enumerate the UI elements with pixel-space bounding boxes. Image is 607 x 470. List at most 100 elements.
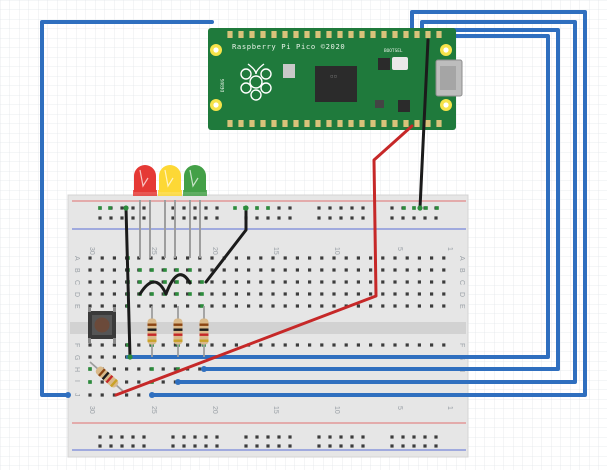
column-label-bottom: 5 xyxy=(396,406,403,410)
smd-component xyxy=(283,64,295,78)
pico-pin-bottom xyxy=(326,120,332,127)
connected-hole xyxy=(188,292,192,296)
terminal-hole xyxy=(308,343,312,347)
rail-hole xyxy=(277,444,281,448)
terminal-hole xyxy=(405,304,409,308)
connected-hole xyxy=(108,206,112,210)
bootsel-label: BOOTSEL xyxy=(384,48,403,54)
terminal-hole xyxy=(295,280,299,284)
terminal-hole xyxy=(295,304,299,308)
pico-pin-top xyxy=(315,31,321,38)
connected-hole xyxy=(163,268,167,272)
terminal-hole xyxy=(137,367,141,371)
rail-hole xyxy=(423,216,427,220)
terminal-hole xyxy=(234,256,238,260)
terminal-hole xyxy=(405,292,409,296)
debug-label: DEBUG xyxy=(220,78,226,92)
terminal-hole xyxy=(344,256,348,260)
pico-pin-bottom xyxy=(425,120,431,127)
terminal-hole xyxy=(344,343,348,347)
pico-pin-bottom xyxy=(436,120,442,127)
terminal-hole xyxy=(356,343,360,347)
terminal-hole xyxy=(259,343,263,347)
terminal-hole xyxy=(320,280,324,284)
rail-hole xyxy=(215,216,219,220)
connected-hole xyxy=(233,206,237,210)
pico-pin-top xyxy=(370,31,376,38)
led-rim xyxy=(133,190,157,196)
terminal-hole xyxy=(381,292,385,296)
pico-pin-top xyxy=(348,31,354,38)
terminal-hole xyxy=(344,292,348,296)
rail-hole xyxy=(423,435,427,439)
column-label-bottom: 30 xyxy=(88,406,95,414)
terminal-hole xyxy=(234,304,238,308)
terminal-hole xyxy=(247,268,251,272)
terminal-hole xyxy=(283,256,287,260)
rail-hole xyxy=(142,206,146,210)
row-label-top: A xyxy=(73,256,80,261)
rail-hole xyxy=(142,216,146,220)
rail-hole xyxy=(317,216,321,220)
terminal-hole xyxy=(198,343,202,347)
rail-hole xyxy=(182,206,186,210)
resistor-band xyxy=(199,339,209,342)
rail-hole xyxy=(328,444,332,448)
pico-pin-bottom xyxy=(315,120,321,127)
rail-hole xyxy=(339,216,343,220)
terminal-hole xyxy=(417,256,421,260)
resistor-band xyxy=(147,333,157,336)
rail-hole xyxy=(350,444,354,448)
rail-hole xyxy=(317,206,321,210)
resistor-band xyxy=(98,368,106,377)
connected-hole xyxy=(150,268,154,272)
rail-hole xyxy=(266,444,270,448)
terminal-hole xyxy=(210,304,214,308)
pico-pin-bottom xyxy=(282,120,288,127)
terminal-hole xyxy=(344,280,348,284)
terminal-hole xyxy=(430,256,434,260)
terminal-hole xyxy=(173,304,177,308)
resistor-band xyxy=(199,323,209,326)
connected-hole xyxy=(138,280,142,284)
rail-hole xyxy=(215,206,219,210)
pico-pin-bottom xyxy=(359,120,365,127)
terminal-hole xyxy=(369,268,373,272)
terminal-hole xyxy=(100,280,104,284)
terminal-hole xyxy=(417,280,421,284)
rail-hole xyxy=(350,216,354,220)
column-label-top: 10 xyxy=(333,247,340,255)
raspberry-pi-pico: ▫▫ Raspberry Pi Pico ©2020 BOOTSEL DEBUG xyxy=(208,28,463,130)
bootsel-button[interactable] xyxy=(392,57,408,70)
terminal-hole xyxy=(112,268,116,272)
terminal-hole xyxy=(356,256,360,260)
rail-hole xyxy=(412,444,416,448)
terminal-hole xyxy=(405,256,409,260)
row-label-bottom: F xyxy=(73,343,80,347)
terminal-hole xyxy=(210,256,214,260)
row-label-bottom: J xyxy=(73,393,80,397)
terminal-hole xyxy=(88,292,92,296)
rail-hole xyxy=(204,435,208,439)
resistor-band xyxy=(173,323,183,326)
connected-hole xyxy=(412,206,416,210)
terminal-hole xyxy=(442,256,446,260)
pico-pin-bottom xyxy=(414,120,420,127)
rail-hole xyxy=(171,435,175,439)
terminal-hole xyxy=(222,343,226,347)
column-label-top: 15 xyxy=(272,247,279,255)
rail-hole xyxy=(204,444,208,448)
terminal-hole xyxy=(247,280,251,284)
row-label-top: E xyxy=(73,304,80,309)
resistor-band xyxy=(101,371,110,380)
rail-hole xyxy=(244,435,248,439)
terminal-hole xyxy=(369,280,373,284)
mounting-holes xyxy=(210,44,452,111)
terminal-hole xyxy=(112,256,116,260)
black-wires xyxy=(123,38,430,360)
resistor xyxy=(147,306,157,357)
terminal-hole xyxy=(393,304,397,308)
resistor-band xyxy=(147,323,157,326)
rail-hole xyxy=(277,435,281,439)
